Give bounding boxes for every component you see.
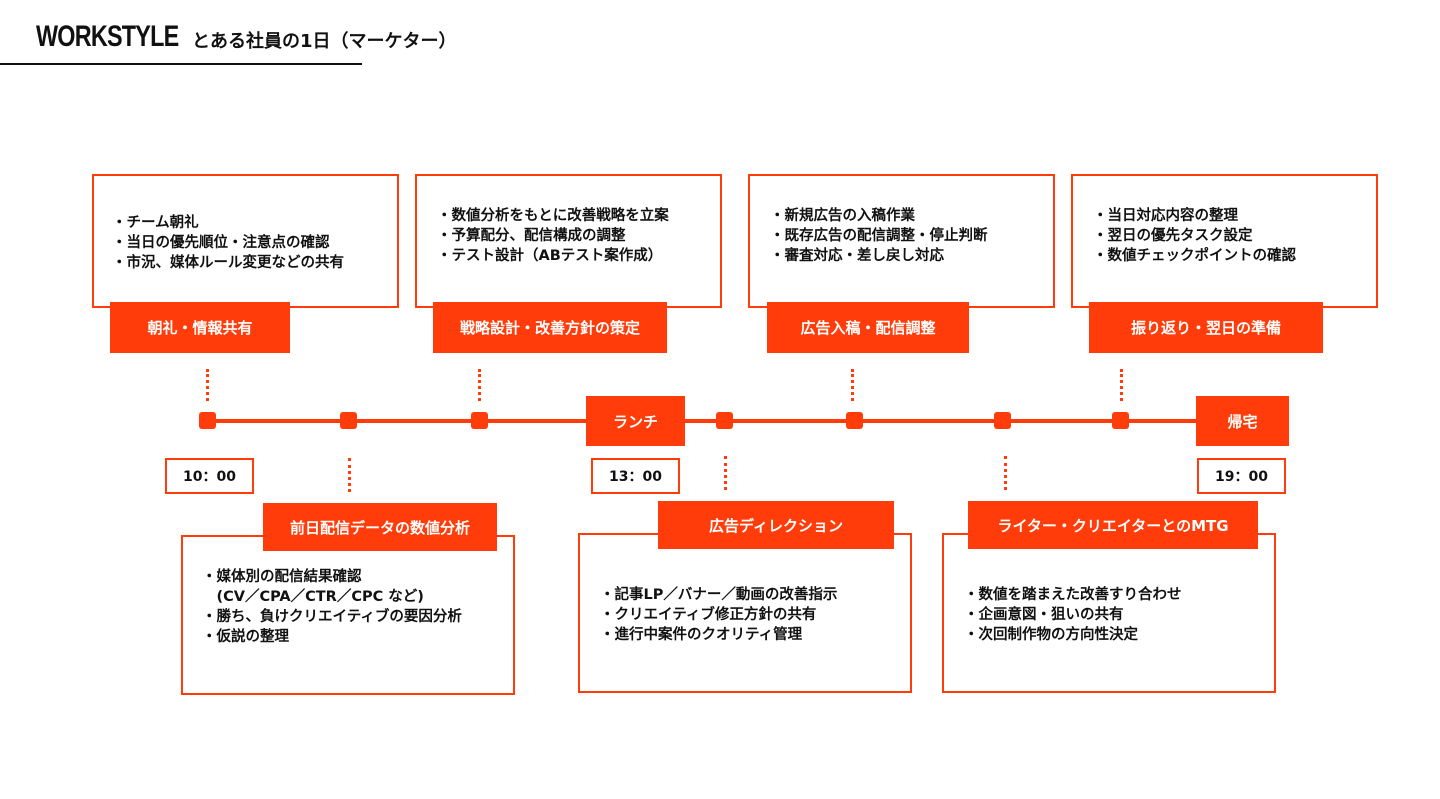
timeline-node [340,412,357,429]
connector-dots [206,369,209,401]
list-item: ・数値分析をもとに改善戦略を立案 [437,208,669,224]
timeline-node [716,412,733,429]
list-item: ・仮説の整理 [202,629,289,645]
list-item: ・次回制作物の方向性決定 [964,627,1138,643]
list-item: ・勝ち、負けクリエイティブの要因分析 [202,609,462,625]
list-item: ・記事LP／バナー／動画の改善指示 [600,587,838,603]
task-list: ・チーム朝礼 ・当日の優先順位・注意点の確認 ・市況、媒体ルール変更などの共有 [112,213,397,273]
task-list: ・数値分析をもとに改善戦略を立案 ・予算配分、配信構成の調整 ・テスト設計（AB… [437,206,720,266]
timeline-node [846,412,863,429]
list-item: ・市況、媒体ルール変更などの共有 [112,255,344,271]
task-label-ad-submission: 広告入稿・配信調整 [767,302,969,353]
page-subtitle: とある社員の1日（マーケター） [192,31,457,52]
task-list: ・当日対応内容の整理 ・翌日の優先タスク設定 ・数値チェックポイントの確認 [1093,206,1376,266]
task-list: ・媒体別の配信結果確認 (CV／CPA／CTR／CPC など) ・勝ち、負けクリ… [202,567,513,647]
task-list: ・記事LP／バナー／動画の改善指示 ・クリエイティブ修正方針の共有 ・進行中案件… [600,585,910,645]
task-label-creator-mtg: ライター・クリエイターとのMTG [968,501,1258,549]
task-label-strategy: 戦略設計・改善方針の策定 [433,302,667,353]
list-item: ・翌日の優先タスク設定 [1093,228,1253,244]
list-item: ・媒体別の配信結果確認 [202,569,362,585]
time-badge: 19：00 [1197,458,1286,494]
timeline-node [994,412,1011,429]
list-item: ・審査対応・差し戻し対応 [770,248,944,264]
task-box-data-analysis: ・媒体別の配信結果確認 (CV／CPA／CTR／CPC など) ・勝ち、負けクリ… [181,535,515,695]
connector-dots [724,456,727,490]
list-item: ・当日の優先順位・注意点の確認 [112,235,330,251]
task-box-creator-mtg: ・数値を踏まえた改善すり合わせ ・企画意図・狙いの共有 ・次回制作物の方向性決定 [942,533,1276,693]
task-box-ad-direction: ・記事LP／バナー／動画の改善指示 ・クリエイティブ修正方針の共有 ・進行中案件… [578,533,912,693]
task-list: ・数値を踏まえた改善すり合わせ ・企画意図・狙いの共有 ・次回制作物の方向性決定 [964,585,1274,645]
task-box-morning-meeting: ・チーム朝礼 ・当日の優先順位・注意点の確認 ・市況、媒体ルール変更などの共有 [92,174,399,308]
list-item: ・クリエイティブ修正方針の共有 [600,607,817,623]
task-label-data-analysis: 前日配信データの数値分析 [263,503,497,551]
list-item: ・数値チェックポイントの確認 [1093,248,1296,264]
page-title: WORKSTYLE [36,20,179,53]
task-label-review: 振り返り・翌日の準備 [1089,302,1323,353]
task-label-morning-meeting: 朝礼・情報共有 [110,302,290,353]
list-item: ・テスト設計（ABテスト案作成） [437,248,663,264]
timeline-node [471,412,488,429]
list-item: ・当日対応内容の整理 [1093,208,1238,224]
list-item: ・既存広告の配信調整・停止判断 [770,228,988,244]
task-list: ・新規広告の入稿作業 ・既存広告の配信調整・停止判断 ・審査対応・差し戻し対応 [770,206,1053,266]
list-item: ・企画意図・狙いの共有 [964,607,1124,623]
list-item: ・予算配分、配信構成の調整 [437,228,626,244]
connector-dots [1120,369,1123,401]
timeline-node [1112,412,1129,429]
list-item: ・数値を踏まえた改善すり合わせ [964,587,1182,603]
task-box-ad-submission: ・新規広告の入稿作業 ・既存広告の配信調整・停止判断 ・審査対応・差し戻し対応 [748,174,1055,308]
go-home-label: 帰宅 [1196,396,1289,446]
task-box-strategy: ・数値分析をもとに改善戦略を立案 ・予算配分、配信構成の調整 ・テスト設計（AB… [415,174,722,308]
lunch-label: ランチ [586,396,685,446]
connector-dots [348,458,351,492]
list-item: ・進行中案件のクオリティ管理 [600,627,803,643]
connector-dots [851,369,854,401]
time-badge: 10：00 [165,458,254,494]
header-underline [0,63,362,65]
connector-dots [478,369,481,401]
list-item: ・新規広告の入稿作業 [770,208,915,224]
connector-dots [1004,456,1007,490]
list-item: (CV／CPA／CTR／CPC など) [202,589,424,605]
list-item: ・チーム朝礼 [112,215,199,231]
time-badge: 13：00 [591,458,680,494]
task-label-ad-direction: 広告ディレクション [658,501,894,549]
task-box-review: ・当日対応内容の整理 ・翌日の優先タスク設定 ・数値チェックポイントの確認 [1071,174,1378,308]
timeline-node [199,412,216,429]
